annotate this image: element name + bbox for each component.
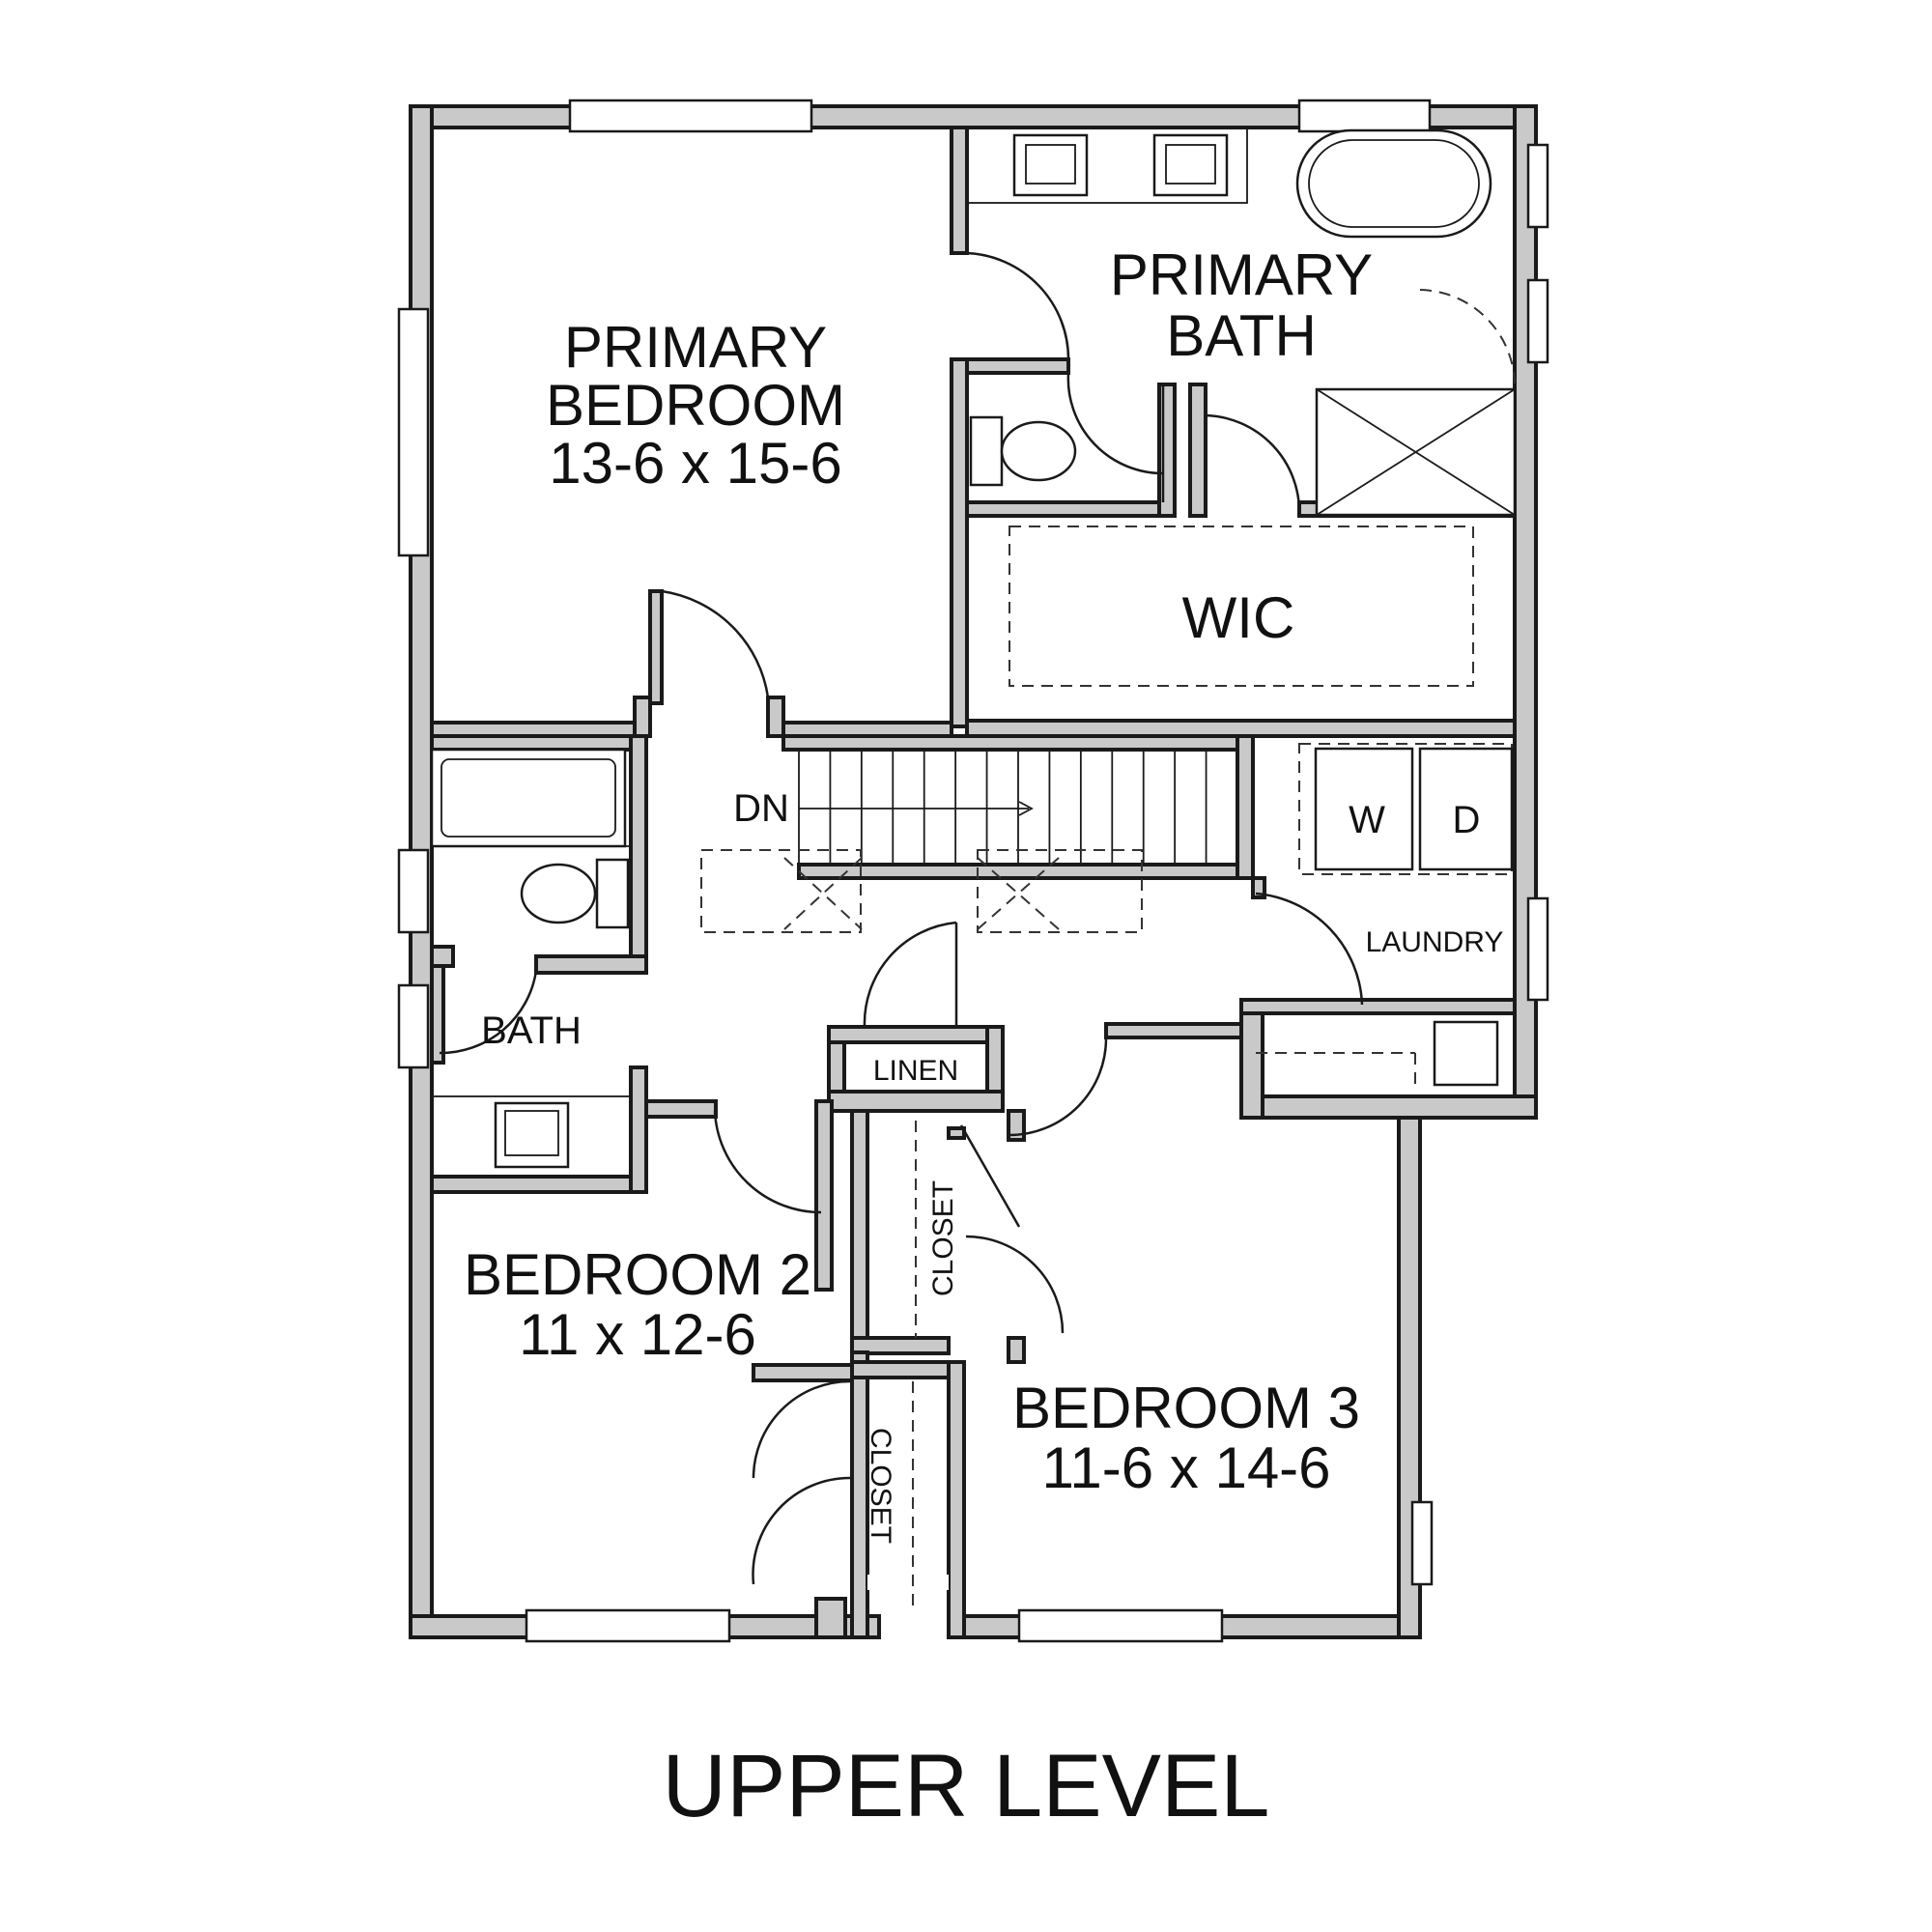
plan-title: UPPER LEVEL [663,1737,1270,1835]
primary-bedroom-name-1: PRIMARY [564,315,827,380]
window [397,848,430,934]
closet-lower-name: CLOSET [865,1428,896,1544]
window [1526,143,1549,229]
bedroom3-dims: 11-6 x 14-6 [1041,1435,1330,1500]
laundry-name: LAUNDRY [1366,926,1504,958]
sink-icon [494,1101,570,1169]
window [1526,278,1549,364]
window [397,983,430,1069]
bathtub-icon [1295,128,1492,239]
window [1017,1608,1224,1643]
laundry-fixtures [1256,743,1514,1092]
doors [439,251,1364,1585]
window [397,307,430,557]
toilet-icon [969,415,1004,487]
toilet-icon [595,858,630,929]
stairs[interactable] [700,749,1238,933]
wic-shelving [1009,526,1474,687]
dryer-icon[interactable] [1418,747,1514,871]
laundry-sink-icon [1433,1020,1499,1087]
window [568,99,813,133]
stairs-label: DN [733,787,789,830]
primary-bedroom-dims: 13-6 x 15-6 [549,431,842,496]
bath-name: BATH [481,1009,582,1052]
interior-walls [430,126,1517,1639]
linen-name: LINEN [873,1055,958,1087]
window [1526,896,1549,1002]
bath-fixtures [430,748,632,1178]
bathtub-icon [430,748,627,848]
primary-bath-name-2: BATH [1166,303,1317,368]
windows [397,99,1549,1643]
primary-bath-fixtures [966,127,1517,517]
primary-bedroom-name-2: BEDROOM [546,373,845,438]
bedroom3-name: BEDROOM 3 [1012,1376,1360,1440]
bedroom2-dims: 11 x 12-6 [519,1302,756,1367]
dryer-label: D [1453,799,1481,841]
room-labels: PRIMARY BEDROOM 13-6 x 15-6 PRIMARY BATH… [464,242,1503,1835]
wic-name: WIC [1182,585,1295,650]
washer-label: W [1349,799,1385,841]
window [1297,99,1432,133]
bedroom2-name: BEDROOM 2 [464,1242,811,1307]
window [525,1608,731,1643]
closet-upper-name: CLOSET [927,1180,959,1296]
window [1410,1500,1434,1586]
washer-icon[interactable] [1314,747,1414,871]
primary-bath-name-1: PRIMARY [1110,242,1373,307]
